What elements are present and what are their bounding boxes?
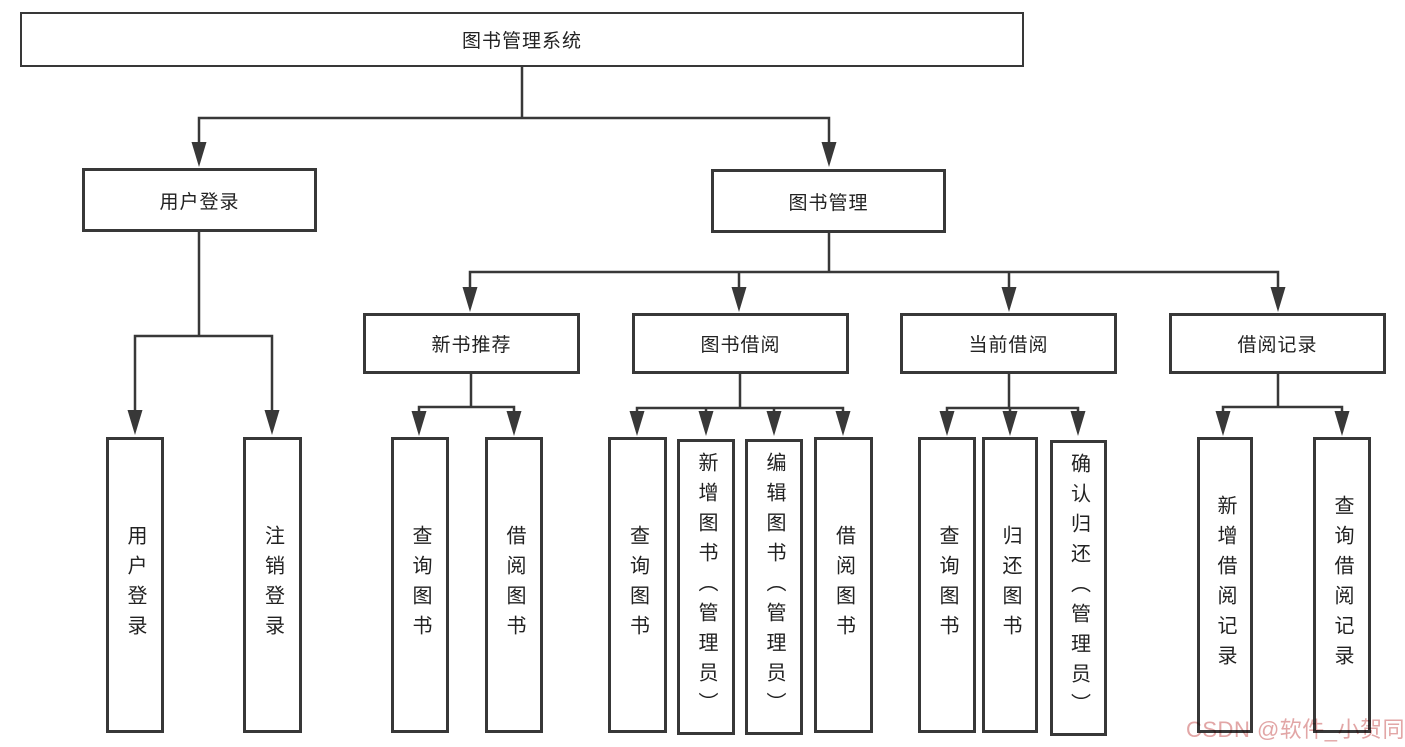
- node-new-book-recommend: 新书推荐: [363, 313, 580, 374]
- leaf-logout: 注销登录: [243, 437, 302, 733]
- node-label: 用户登录: [159, 191, 240, 213]
- leaf-label: 注销登录: [261, 525, 284, 645]
- leaf-label: 查询借阅记录: [1331, 495, 1353, 675]
- leaf-br-add-record: 新增借阅记录: [1197, 437, 1253, 733]
- leaf-label: 查询图书: [936, 525, 958, 645]
- leaf-label: 借阅图书: [503, 525, 525, 645]
- leaf-cb-confirm-return-admin: 确认归还（管理员）: [1050, 440, 1107, 736]
- node-label: 图书借阅: [700, 335, 781, 356]
- node-label: 图书管理: [788, 192, 869, 214]
- leaf-label: 编辑图书（管理员）: [763, 452, 785, 722]
- leaf-bb-edit-books-admin: 编辑图书（管理员）: [745, 439, 803, 735]
- node-label: 借阅记录: [1237, 335, 1318, 356]
- node-label: 图书管理系统: [461, 31, 582, 52]
- arrowheads: [127, 142, 1350, 436]
- leaf-label: 用户登录: [124, 525, 146, 645]
- leaf-label: 确认归还（管理员）: [1067, 453, 1090, 723]
- leaf-nbr-borrow-books: 借阅图书: [485, 437, 543, 733]
- leaf-cb-query-books: 查询图书: [918, 437, 976, 733]
- node-user-login: 用户登录: [82, 168, 317, 232]
- node-book-borrow: 图书借阅: [632, 313, 849, 374]
- csdn-watermark: CSDN @软件_小贺同学: [1186, 717, 1405, 742]
- node-label: 当前借阅: [968, 335, 1049, 356]
- node-current-borrow: 当前借阅: [900, 313, 1117, 374]
- node-label: 新书推荐: [431, 335, 512, 356]
- leaf-cb-return-books: 归还图书: [982, 437, 1038, 733]
- leaf-label: 查询图书: [409, 525, 431, 645]
- node-library-system: 图书管理系统: [20, 12, 1024, 67]
- node-borrow-records: 借阅记录: [1169, 313, 1386, 374]
- leaf-br-query-record: 查询借阅记录: [1313, 437, 1371, 733]
- leaf-bb-add-books-admin: 新增图书（管理员）: [677, 439, 735, 735]
- leaf-bb-query-books: 查询图书: [608, 437, 667, 733]
- leaf-label: 查询图书: [626, 525, 649, 645]
- leaf-nbr-query-books: 查询图书: [391, 437, 449, 733]
- leaf-label: 归还图书: [999, 525, 1021, 645]
- node-book-management: 图书管理: [711, 169, 946, 233]
- leaf-bb-borrow-books: 借阅图书: [814, 437, 873, 733]
- leaf-label: 新增借阅记录: [1214, 495, 1236, 675]
- leaf-label: 借阅图书: [832, 525, 855, 645]
- leaf-user-login: 用户登录: [106, 437, 164, 733]
- leaf-label: 新增图书（管理员）: [695, 452, 717, 722]
